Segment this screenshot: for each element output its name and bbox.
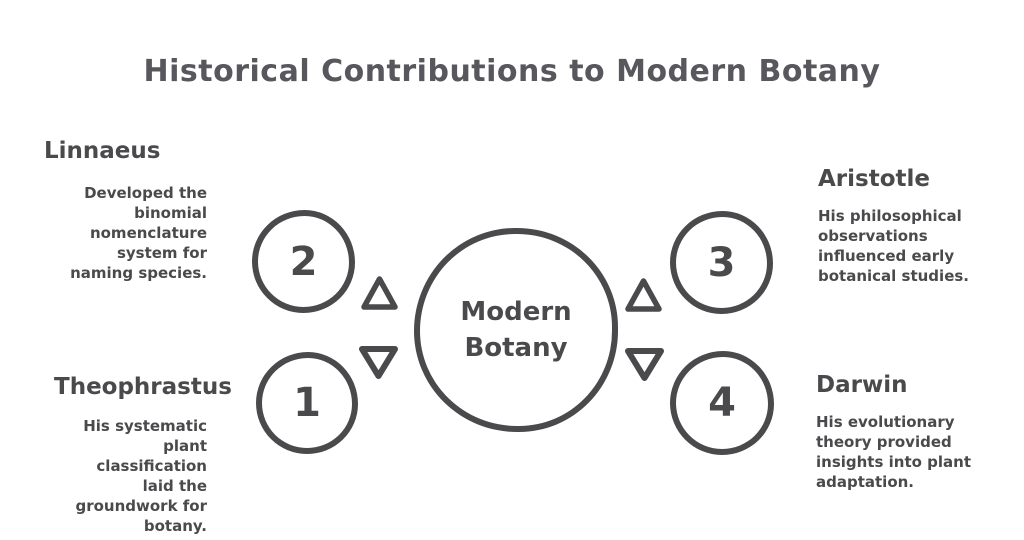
center-node: Modern Botany (414, 228, 618, 432)
node-circle-theophrastus: 1 (256, 352, 358, 454)
node-circle-aristotle: 3 (670, 211, 773, 314)
page-title: Historical Contributions to Modern Botan… (143, 54, 881, 89)
node-circle-linnaeus: 2 (252, 210, 355, 313)
triangle-down-icon (359, 346, 398, 379)
desc-linnaeus: Developed the binomial nomenclature syst… (70, 184, 207, 282)
desc-aristotle: His philosophical observations influence… (818, 207, 969, 285)
desc-darwin: His evolutionary theory provided insight… (816, 413, 971, 491)
label-linnaeus: Linnaeus (44, 138, 161, 164)
node-number: 4 (708, 380, 736, 426)
center-node-label: Modern Botany (460, 297, 572, 363)
triangle-down-icon (625, 348, 664, 381)
label-theophrastus: Theophrastus (54, 374, 232, 400)
node-number: 1 (293, 380, 321, 426)
desc-theophrastus: His systematic plant classification laid… (75, 417, 207, 535)
label-darwin: Darwin (816, 372, 908, 398)
label-aristotle: Aristotle (818, 166, 930, 192)
triangle-up-icon (361, 276, 398, 310)
node-circle-darwin: 4 (670, 351, 774, 455)
node-number: 3 (707, 239, 736, 286)
triangle-up-icon (625, 278, 662, 312)
node-number: 2 (289, 238, 318, 285)
